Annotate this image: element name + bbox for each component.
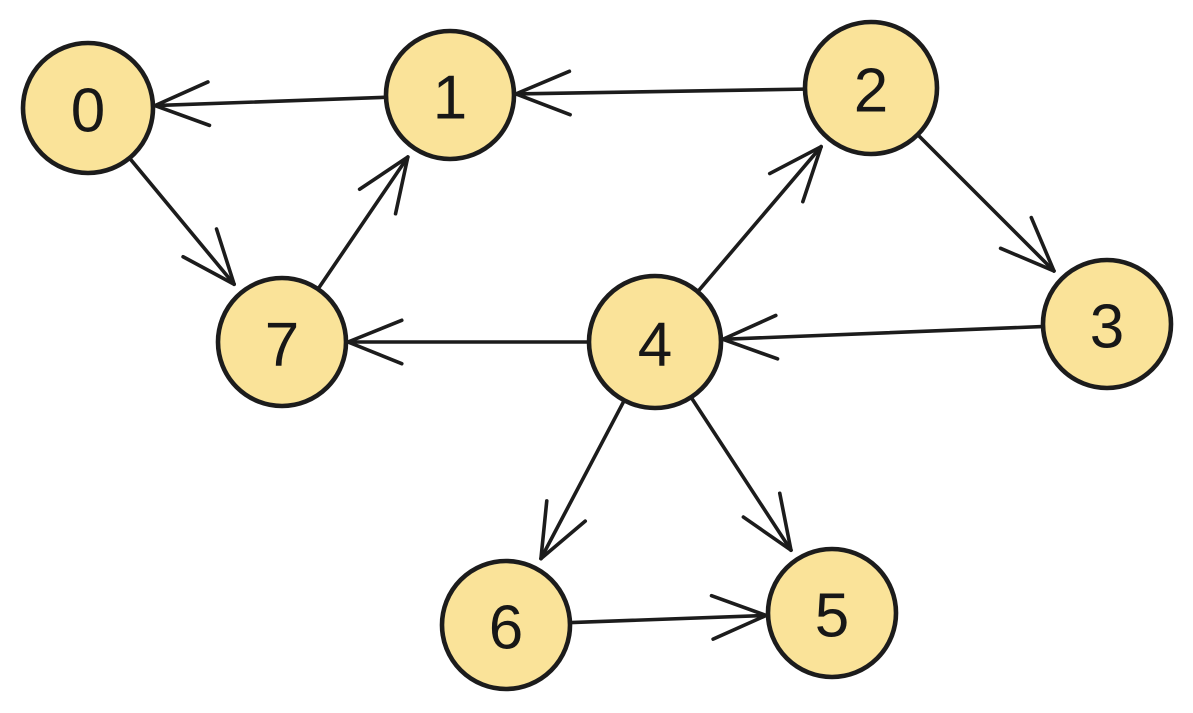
node-label: 2 xyxy=(854,57,888,126)
arrowhead-wing xyxy=(741,515,793,553)
node-circle xyxy=(802,19,940,157)
edge-4-6 xyxy=(539,399,626,561)
arrowhead-wing xyxy=(801,144,823,204)
node-5: 5 xyxy=(765,546,899,680)
arrowhead-wing xyxy=(998,246,1056,273)
node-circle xyxy=(586,273,724,411)
node-circle xyxy=(215,275,349,409)
arrowhead-wing xyxy=(346,318,404,344)
edge-1-0 xyxy=(153,80,387,128)
node-4: 4 xyxy=(586,273,724,411)
node-circle xyxy=(383,28,517,162)
arrowhead-wing xyxy=(514,69,572,96)
edge-3-4 xyxy=(721,313,1044,361)
arrowhead-wing xyxy=(709,593,768,618)
node-label: 7 xyxy=(265,311,299,380)
node-2: 2 xyxy=(802,19,940,157)
node-label: 0 xyxy=(71,77,105,146)
arrowhead-wing xyxy=(721,313,778,342)
arrowhead-wing xyxy=(153,103,212,128)
node-7: 7 xyxy=(215,275,349,409)
arrowhead-wing xyxy=(153,80,210,108)
node-label: 6 xyxy=(489,594,523,663)
node-6: 6 xyxy=(439,558,573,692)
edge-0-7 xyxy=(128,157,236,287)
node-circle xyxy=(765,546,899,680)
node-circle xyxy=(1040,257,1174,391)
edge-2-1 xyxy=(514,69,806,117)
edge-4-2 xyxy=(696,144,823,293)
arrowhead-wing xyxy=(357,155,410,192)
arrowhead-wing xyxy=(539,499,549,561)
edge-2-3 xyxy=(916,133,1056,273)
arrowhead-wing xyxy=(514,92,572,117)
arrowhead-wing xyxy=(539,519,588,561)
node-label: 1 xyxy=(433,64,467,133)
arrowhead-wing xyxy=(721,337,780,361)
node-0: 0 xyxy=(20,40,156,176)
arrowhead-wing xyxy=(393,155,410,216)
arrowhead-wing xyxy=(181,254,236,287)
arrowhead-wing xyxy=(346,340,404,366)
arrowhead-wing xyxy=(777,491,793,553)
arrowhead-wing xyxy=(767,144,823,176)
edge-4-7 xyxy=(346,318,590,366)
node-3: 3 xyxy=(1040,257,1174,391)
arrowhead-wing xyxy=(711,613,768,641)
node-label: 5 xyxy=(815,582,849,651)
node-1: 1 xyxy=(383,28,517,162)
node-label: 4 xyxy=(638,311,672,380)
node-circle xyxy=(20,40,156,176)
arrowhead-wing xyxy=(214,227,236,287)
edge-6-5 xyxy=(569,593,768,641)
edge-7-1 xyxy=(316,155,410,291)
node-label: 3 xyxy=(1090,293,1124,362)
node-circle xyxy=(439,558,573,692)
edge-4-5 xyxy=(689,396,793,553)
arrowhead-wing xyxy=(1029,215,1056,273)
